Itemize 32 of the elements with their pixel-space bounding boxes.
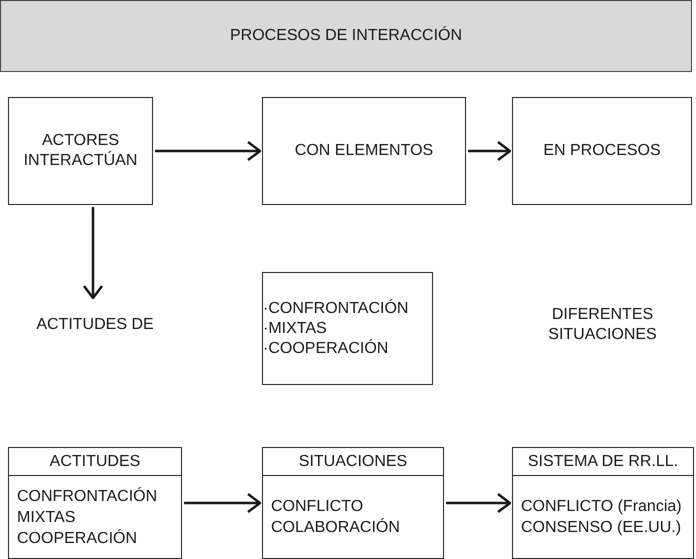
arrow [155, 140, 262, 162]
list-item: ·CONFRONTACIÓN [263, 298, 408, 318]
list-item: CONFRONTACIÓN [17, 486, 158, 506]
node-label: DIFERENTES SITUACIONES [547, 305, 658, 345]
table-box [8, 447, 182, 559]
process-box [8, 97, 153, 205]
node-label: EN PROCESOS [543, 141, 661, 161]
list-item: CONFLICTO (Francia) [521, 497, 683, 517]
list-item: MIXTAS [17, 508, 76, 528]
process-box [512, 97, 692, 205]
list-item: COLABORACIÓN [271, 517, 401, 538]
node-label: PROCESOS DE INTERACCIÓN [230, 26, 462, 46]
list-item: COOPERACIÓN [17, 528, 138, 548]
list-item: CONFLICTO [271, 497, 364, 517]
list-item: ·COOPERACIÓN [263, 338, 388, 358]
arrow [82, 207, 104, 300]
node-label: ACTORES INTERACTÚAN [22, 131, 138, 171]
process-box [262, 97, 466, 205]
arrow [468, 140, 512, 162]
column-header: SISTEMA DE RR.LL. [513, 448, 693, 476]
node-label: ACTITUDES DE [36, 315, 154, 335]
arrow [184, 492, 262, 514]
title-band [0, 0, 692, 72]
arrow [446, 492, 512, 514]
column-header: ACTITUDES [9, 448, 181, 476]
table-box [262, 447, 444, 559]
node-label: CON ELEMENTOS [294, 141, 434, 161]
list-item: ·MIXTAS [263, 318, 327, 338]
table-box [512, 447, 694, 559]
list-box [262, 272, 433, 385]
list-item: CONSENSO (EE.UU.) [521, 518, 682, 538]
column-header: SITUACIONES [263, 448, 443, 476]
